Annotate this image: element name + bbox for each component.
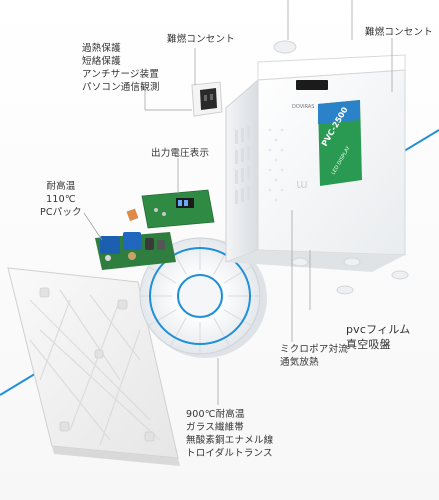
- label-socket-right: 難燃コンセント: [365, 27, 433, 38]
- label-protection-line-3: アンチサージ装置: [82, 69, 160, 80]
- label-transformer-line-2: ガラス繊維帯: [186, 422, 245, 433]
- label-housing-line-3: PCパック: [40, 207, 82, 218]
- label-protection-line-4: パソコン通信観測: [82, 82, 160, 93]
- main-circuit-board: [95, 208, 176, 270]
- label-protection-line-1: 過熱保護: [82, 43, 121, 54]
- label-pvc-film-suction: pvcフィルム 真空吸盤: [346, 322, 411, 352]
- label-transformer-line-4: トロイダルトランス: [186, 448, 273, 459]
- label-ventilation: ミクロポア対流 通気放熱: [280, 343, 348, 369]
- housing-feet: [273, 40, 409, 295]
- main-housing: DOVIRAS PVC-2500 LED DISPLAY ɯ: [225, 54, 406, 272]
- toroidal-transformer: [139, 237, 267, 358]
- label-housing-heat-resistance: 耐高温 110℃ PCパック: [40, 180, 82, 219]
- label-transformer-line-3: 無酸素銅エナメル線: [186, 435, 274, 446]
- label-ventilation-line-2: 通気放熱: [280, 357, 319, 368]
- label-toroidal-transformer: 900℃耐高温 ガラス繊維帯 無酸素銅エナメル線 トロイダルトランス: [186, 408, 273, 460]
- label-protection-line-2: 短絡保護: [82, 56, 121, 67]
- label-protection-features: 過熱保護 短絡保護 アンチサージ装置 パソコン通信観測: [82, 42, 160, 94]
- voltage-display-board: [141, 189, 215, 229]
- label-housing-line-2: 110℃: [46, 194, 76, 205]
- svg-text:DOVIRAS: DOVIRAS: [292, 104, 314, 110]
- socket-module-top: [191, 81, 223, 117]
- svg-text:ɯ: ɯ: [296, 177, 308, 191]
- label-transformer-line-1: 900℃耐高温: [186, 409, 245, 420]
- back-plate: [7, 267, 180, 466]
- label-socket-top: 難燃コンセント: [167, 34, 235, 45]
- label-output-voltage-display: 出力電圧表示: [151, 148, 210, 159]
- label-housing-line-1: 耐高温: [46, 181, 76, 192]
- leader-lines: [83, 0, 393, 405]
- label-film-line-1: pvcフィルム: [346, 323, 411, 336]
- label-film-line-2: 真空吸盤: [346, 338, 391, 351]
- label-ventilation-line-1: ミクロポア対流: [280, 344, 348, 355]
- brand-mark-text: DOVIRAS: [292, 104, 314, 110]
